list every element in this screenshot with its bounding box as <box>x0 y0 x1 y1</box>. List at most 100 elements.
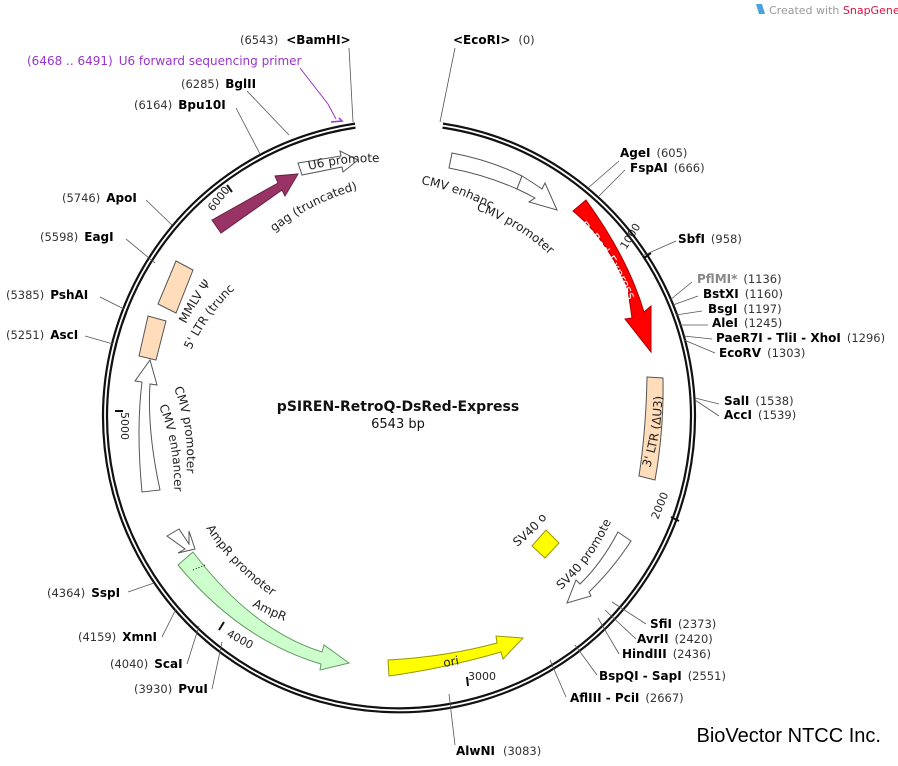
site-name-avrii[interactable]: AvrII <box>637 632 669 646</box>
site-pos-afliii: (2667) <box>645 691 683 705</box>
label-cmv-enhancer-top: CMV enhancer <box>0 0 496 212</box>
site-name-sali[interactable]: SalI <box>724 394 749 408</box>
svg-text:FspAI(666): FspAI (666) <box>630 161 705 175</box>
site-name-hindiii[interactable]: HindIII <box>622 647 667 661</box>
site-name-alei[interactable]: AleI <box>712 316 738 330</box>
primer-name: U6 forward sequencing primer <box>119 54 302 68</box>
site-pos-asci: (5251) <box>6 328 44 342</box>
svg-text:AccI(1539): AccI (1539) <box>724 408 796 422</box>
svg-text:SbfI(958): SbfI(958) <box>678 232 742 246</box>
svg-text:AlwNI(3083): AlwNI(3083) <box>456 744 541 758</box>
site-name-bspqi[interactable]: BspQI - SapI <box>599 669 682 683</box>
primer-marker <box>330 117 344 123</box>
site-name-afliii[interactable]: AflIII - PciI <box>570 691 639 705</box>
svg-text:PflMI*(1136): PflMI* (1136) <box>697 272 782 286</box>
svg-text:(5251)AscI: (5251) AscI <box>6 328 78 342</box>
svg-text:3' LTR (ΔU3): 3' LTR (ΔU3) <box>640 396 666 469</box>
site-name-bsgi[interactable]: BsgI <box>708 302 737 316</box>
site-name-pshai[interactable]: PshAI <box>50 288 88 302</box>
site-name-asci[interactable]: AscI <box>50 328 78 342</box>
site-pos-sspi: (4364) <box>47 586 85 600</box>
primer-range: (6468 .. 6491) <box>27 54 113 68</box>
svg-text:<EcoRI>(0): <EcoRI> (0) <box>453 33 535 47</box>
site-name-pvui[interactable]: PvuI <box>178 682 208 696</box>
site-pos-pflmi: (1136) <box>743 272 781 286</box>
feature-3-ltr[interactable] <box>638 376 664 481</box>
tick-2000 <box>670 516 680 522</box>
feature-cmv-left[interactable] <box>134 358 161 493</box>
site-name-paer7i[interactable]: PaeR7I - TliI - XhoI <box>716 331 841 345</box>
site-pos-bspqi: (2551) <box>688 669 726 683</box>
site-name-sbfi[interactable]: SbfI <box>678 232 705 246</box>
feature-ampr-promoter[interactable] <box>166 528 196 554</box>
site-pos-fspai: (666) <box>674 161 705 175</box>
site-pos-ecori: (0) <box>518 33 534 47</box>
svg-text:(4159)XmnI: (4159) XmnI <box>78 630 157 644</box>
svg-text:(4040)ScaI: (4040)ScaI <box>110 657 183 671</box>
svg-text:BstXI(1160): BstXI (1160) <box>703 287 783 301</box>
primer-u6-forward: (6468 .. 6491) U6 forward sequencing prim… <box>27 54 344 123</box>
site-pos-hindiii: (2436) <box>673 647 711 661</box>
site-name-fspai[interactable]: FspAI <box>630 161 668 175</box>
site-pos-xmni: (4159) <box>78 630 116 644</box>
restriction-sites: (6543)<BamHI> <EcoRI>(0) (6285)BglII (61… <box>6 33 885 758</box>
site-name-ecori[interactable]: <EcoRI> <box>453 33 510 47</box>
label-cmv-promoter-top: CMV promoter <box>475 200 557 257</box>
svg-text:Created with SnapGene®: Created with SnapGene® <box>769 4 898 17</box>
label-sv40-promoter: SV40 promoter <box>0 0 614 592</box>
site-name-sspi[interactable]: SspI <box>91 586 120 600</box>
site-name-bstxi[interactable]: BstXI <box>703 287 739 301</box>
site-pos-pshai: (5385) <box>6 288 44 302</box>
tick-label-2000: 2000 <box>649 490 672 521</box>
site-name-xmni[interactable]: XmnI <box>122 630 157 644</box>
svg-text:AleI(1245): AleI(1245) <box>712 316 782 330</box>
site-name-alwni[interactable]: AlwNI <box>456 744 495 758</box>
feature-5-ltr-truncated[interactable] <box>138 315 167 361</box>
backbone-outer <box>101 122 697 714</box>
site-name-acci[interactable]: AccI <box>724 408 752 422</box>
snapgene-logo-icon <box>756 4 765 14</box>
label-ori: ori <box>442 653 460 669</box>
feature-cmv-promoter-top[interactable] <box>516 175 558 211</box>
site-name-bglii[interactable]: BglII <box>225 77 256 91</box>
site-pos-ecorv: (1303) <box>767 346 805 360</box>
feature-sv40-promoter[interactable] <box>566 531 632 604</box>
site-name-ecorv[interactable]: EcoRV <box>719 346 762 360</box>
svg-text:SV40 promoter: SV40 promoter <box>0 0 614 592</box>
svg-text:(3930)PvuI: (3930)PvuI <box>134 682 208 696</box>
svg-text:CMV enhancer: CMV enhancer <box>0 0 496 212</box>
site-name-scai[interactable]: ScaI <box>154 657 182 671</box>
site-name-bpu10i[interactable]: Bpu10I <box>178 98 225 112</box>
primer-leader-line <box>299 67 337 120</box>
svg-text:SfiI(2373): SfiI(2373) <box>650 617 716 631</box>
feature-gag[interactable] <box>211 173 299 234</box>
site-name-apoi[interactable]: ApoI <box>106 191 137 205</box>
feature-u6-promoter[interactable] <box>297 150 359 176</box>
svg-text:BsgI(1197): BsgI (1197) <box>708 302 782 316</box>
site-name-bamhi[interactable]: <BamHI> <box>286 33 350 47</box>
site-pos-acci: (1539) <box>758 408 796 422</box>
site-pos-bsgi: (1197) <box>743 302 781 316</box>
site-pos-bstxi: (1160) <box>745 287 783 301</box>
features <box>134 150 664 677</box>
svg-text:HindIII(2436): HindIII (2436) <box>622 647 711 661</box>
feature-dsred-express[interactable] <box>572 199 652 354</box>
feature-ampr[interactable] <box>177 551 351 671</box>
site-name-sfii[interactable]: SfiI <box>650 617 672 631</box>
svg-text:(6543)<BamHI>: (6543)<BamHI> <box>240 33 351 47</box>
site-pos-sali: (1538) <box>755 394 793 408</box>
site-name-agei[interactable]: AgeI <box>620 146 650 160</box>
site-name-eagi[interactable]: EagI <box>84 230 113 244</box>
label-sv40-ori: SV40 ori <box>0 0 549 549</box>
svg-text:PaeR7I - TliI - XhoI(1296): PaeR7I - TliI - XhoI(1296) <box>716 331 885 345</box>
svg-text:(5746)ApoI: (5746)ApoI <box>62 191 137 205</box>
feature-ori[interactable] <box>387 635 525 677</box>
site-name-pflmi[interactable]: PflMI* <box>697 272 738 286</box>
plasmid-name: pSIREN-RetroQ-DsRed-Express <box>277 399 519 415</box>
tick-6000 <box>226 184 233 193</box>
tick-label-5000: 5000 <box>118 412 131 440</box>
feature-mmlv-psi[interactable] <box>157 260 194 314</box>
feature-sv40-ori[interactable] <box>531 529 560 559</box>
tick-label-3000: 3000 <box>468 670 496 683</box>
